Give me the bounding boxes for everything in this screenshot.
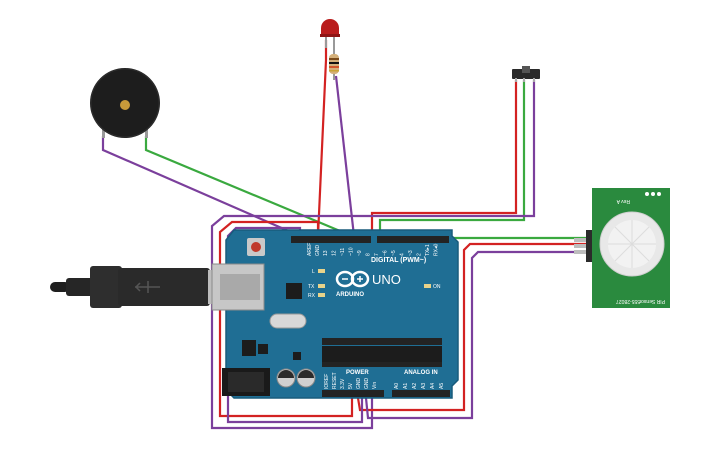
digital-label: DIGITAL (PWM~) [371,257,426,264]
digital-pin-label-11: 2 [417,253,423,256]
arduino-label: ARDUINO [336,292,364,298]
analog-label: ANALOG IN [404,370,438,376]
analog-header [392,390,450,397]
digital-pin-label-6: 7 [374,253,380,256]
power-pin-label-3: 5V [348,382,354,389]
usb-plug-body [118,268,210,306]
switch-wire-green [378,80,526,238]
gnd-label: GND [315,245,321,257]
analog-pin-label-5: A5 [439,383,445,389]
piezo-buzzer[interactable] [90,68,160,138]
analog-pin-label-2: A2 [412,383,418,389]
pir-sensor[interactable]: Rev A 555-28027 PIR Sensor [574,188,670,308]
pir-code-text: 555-28027 [616,298,640,304]
resistor-wire-purple [334,75,356,237]
digital-pin-label-4: ~9 [357,250,363,256]
uno-label: UNO [372,272,401,287]
power-header [322,390,384,397]
power-wire-red [218,220,354,418]
rx-label: RX [308,293,316,299]
regulator [242,340,256,356]
analog-pin-label-1: A1 [403,383,409,389]
power-pin-label-4: GND [356,378,362,390]
tx-led [318,284,325,288]
buzzer-wire-purple [101,136,301,238]
power-pin-label-2: 3.3V [340,378,346,389]
atmega-chip [322,346,442,362]
arduino-logo-icon [335,270,370,288]
rx-led [318,293,325,297]
power-pin-label-6: Vin [372,382,378,389]
analog-pin-label-0: A0 [394,383,400,389]
l-label: L [312,269,315,275]
digital-pin-label-0: 13 [323,250,329,256]
switch-knob[interactable] [522,66,530,73]
digital-pin-label-7: ~6 [383,250,389,256]
power-pin-label-1: RESET [332,372,338,389]
led-wire-red [316,40,328,237]
digital-pin-label-3: ~10 [349,247,355,256]
pir-pin-header [586,230,594,262]
digital-pin-label-13: RX◂0 [434,244,440,256]
switch-wire-purple [210,80,536,430]
digital-header-right [377,236,449,243]
pir-wire-red [356,242,590,412]
digital-pin-label-1: 12 [332,250,338,256]
power-pin-label-5: GND [364,378,370,390]
pir-rev-text: Rev A [616,198,630,204]
pir-wire-purple [364,250,590,420]
usb-chip [286,283,302,299]
digital-header-left [291,236,371,243]
tx-label: TX [308,284,315,290]
analog-pin-label-3: A3 [421,383,427,389]
digital-pin-label-2: ~11 [340,248,346,256]
slide-switch[interactable] [512,66,540,82]
power-pin-label-0: IOREF [324,374,330,389]
digital-pin-label-10: ~3 [408,250,414,256]
l-led [318,269,325,273]
resistor[interactable] [329,46,339,80]
buzzer-hole [120,100,130,110]
power-label: POWER [346,370,369,376]
ground-wire-purple [226,226,364,424]
usb-cable[interactable] [50,266,222,308]
digital-pin-label-12: TX▸1 [425,244,431,256]
switch-body [512,69,540,79]
on-label: ON [433,284,441,290]
usb-plug-grip [90,266,122,308]
analog-pin-label-4: A4 [430,383,436,389]
buzzer-wire-green [144,136,353,238]
red-led[interactable] [320,19,340,48]
aref-label: AREF [307,243,313,256]
led-dome [321,19,339,36]
on-led [424,284,431,288]
switch-wire-red [370,80,518,238]
usb-icon [134,281,160,293]
pir-label-text: PIR Sensor [639,298,665,304]
digital-pin-label-9: 4 [400,253,406,256]
crystal [269,313,307,329]
digital-pin-label-8: ~5 [391,250,397,256]
digital-pin-label-5: 8 [366,253,372,256]
